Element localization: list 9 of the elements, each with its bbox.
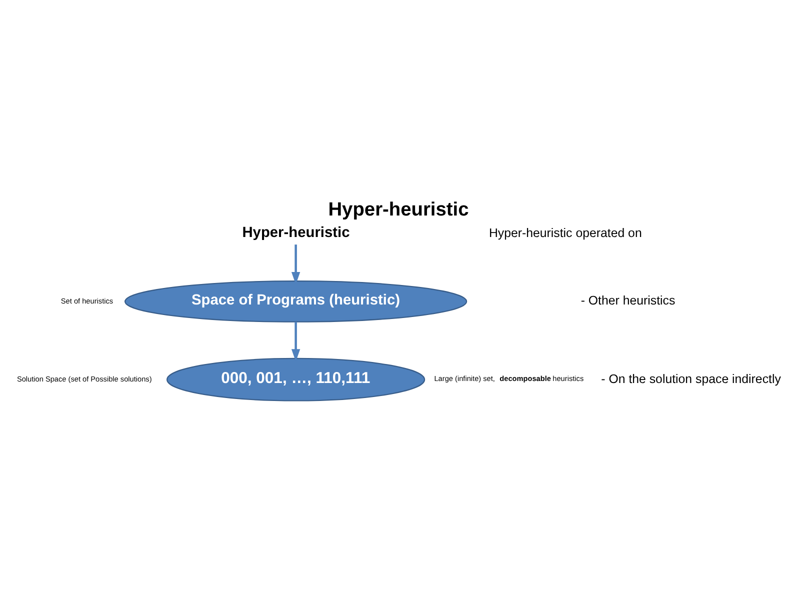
node-ellipse: Space of Programs (heuristic) [124, 280, 467, 322]
node-ellipse: 000, 001, …, 110,111 [166, 357, 425, 401]
label: - Other heuristics [580, 293, 675, 308]
arrow [290, 321, 300, 362]
arrow [290, 244, 300, 284]
node-text: Hyper-heuristic [242, 224, 350, 241]
diagram-title: Hyper-heuristic [328, 198, 468, 220]
label: Hyper-heuristic operated on [488, 226, 642, 240]
label: - On the solution space indirectly [600, 371, 780, 386]
